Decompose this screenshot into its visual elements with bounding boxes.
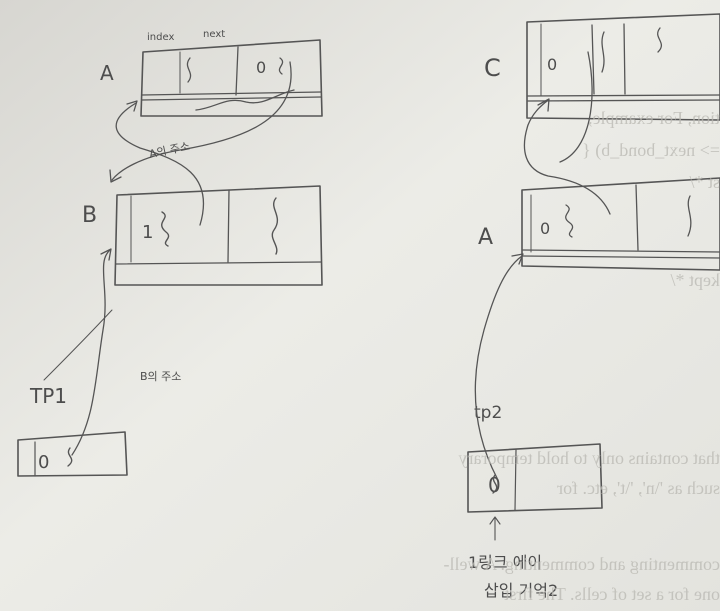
node-b-index-value: 1	[142, 222, 153, 243]
tp2-brace	[492, 474, 498, 494]
insert-marker-arrow-head	[489, 516, 501, 525]
node-c-label: C	[484, 54, 501, 82]
arrow-b-to-a	[115, 102, 205, 226]
bleed-line-1: tion, For example,	[588, 108, 720, 128]
node-a2-label: A	[478, 225, 493, 250]
tp1-label: TP1	[29, 384, 67, 408]
tp2-value: 0	[488, 473, 501, 497]
arrow-tp1-to-b	[71, 249, 111, 456]
node-b-box	[114, 185, 323, 286]
arrow-a-next	[111, 61, 292, 181]
tp1-guide-stroke	[43, 309, 113, 381]
arrow-tp1-to-b-head	[100, 248, 112, 261]
node-c-index-value: 0	[547, 55, 557, 74]
node-a-box	[140, 39, 323, 117]
node-b-label: B	[82, 203, 97, 228]
note-b-address: B의 주소	[140, 370, 181, 383]
node-a2-box	[521, 177, 720, 271]
arrow-a2-to-c	[523, 99, 611, 215]
arrow-tp2-to-a2-head	[511, 253, 524, 265]
next-header: next	[203, 29, 225, 40]
arrow-a2-to-c-head	[537, 98, 550, 112]
bleed-line-3: st */	[689, 172, 720, 192]
bleed-line-6: such as '\n', '\t', etc. for	[557, 478, 720, 498]
bleed-line-8: one for a set of cells. The first	[504, 584, 720, 604]
tp1-value: 0	[38, 452, 49, 473]
tp2-pointer-box	[467, 443, 603, 513]
note-empty-link: 1링크 에이	[468, 553, 542, 572]
arrow-c-next	[559, 51, 593, 163]
note-empty-link-2: 삽입 기억2	[484, 581, 558, 600]
node-a-label: A	[100, 61, 114, 85]
bleed-line-5: that contains only to hold temporary	[458, 448, 720, 468]
index-header: index	[147, 32, 174, 43]
arrow-a-next-head	[109, 169, 122, 183]
arrow-b-to-a-head	[126, 100, 138, 112]
node-c-box	[526, 13, 720, 121]
arrow-tp2-to-a2	[474, 255, 523, 479]
bleed-line-7: commenting and commenting. A well-	[443, 554, 720, 574]
node-a-next-value: 0	[256, 58, 266, 77]
node-a2-index-value: 0	[540, 219, 550, 238]
bleed-line-2: => next_bond_b) {	[582, 140, 720, 160]
bleed-line-4: kept */	[670, 270, 720, 290]
tp2-label: tp2	[474, 403, 502, 423]
tp1-pointer-box	[17, 431, 128, 477]
